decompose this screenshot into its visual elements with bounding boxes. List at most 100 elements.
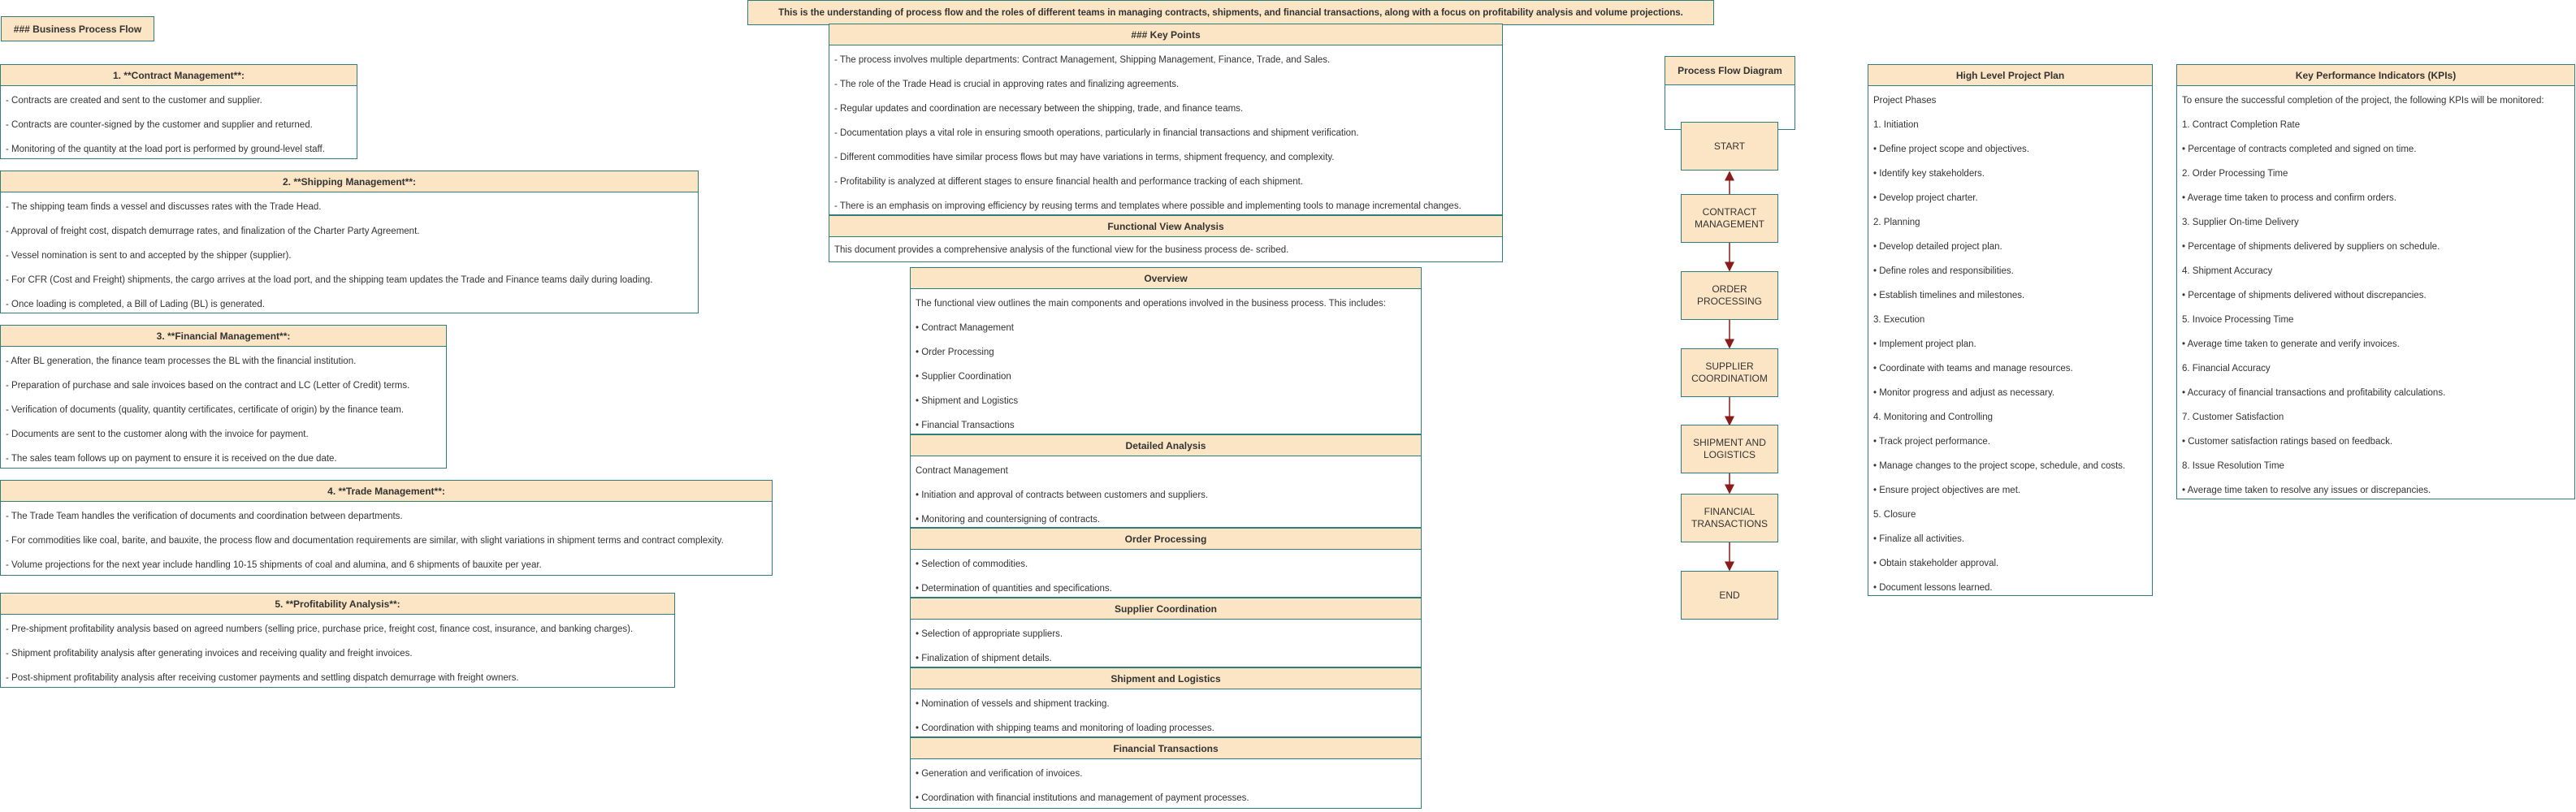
process-flow-title: Process Flow Diagram xyxy=(1665,56,1795,85)
list-item: • Percentage of shipments delivered by s… xyxy=(2182,242,2440,252)
section-title: 2. **Shipping Management**: xyxy=(1,171,698,192)
supplier-coordination-panel: Supplier Coordination • Selection of app… xyxy=(910,598,1422,667)
list-item: • Average time taken to generate and ver… xyxy=(2182,339,2400,349)
section-list: - After BL generation, the finance team … xyxy=(1,347,446,471)
section-title: 5. **Profitability Analysis**: xyxy=(1,594,674,615)
detailed-analysis-list: Contract Management • Initiation and app… xyxy=(911,456,1421,532)
section-trade-management: 4. **Trade Management**: - The Trade Tea… xyxy=(0,480,773,576)
list-item: 1. Contract Completion Rate xyxy=(2182,120,2301,130)
project-plan-title: High Level Project Plan xyxy=(1868,65,2152,86)
section-title: 3. **Financial Management**: xyxy=(1,326,446,347)
list-item: • Ensure project objectives are met. xyxy=(1873,486,2021,495)
functional-view-title: Functional View Analysis xyxy=(829,216,1502,237)
section-title: 1. **Contract Management**: xyxy=(1,65,357,86)
detailed-analysis-title: Detailed Analysis xyxy=(911,435,1421,456)
kpi-list: To ensure the successful completion of t… xyxy=(2177,86,2574,503)
key-points-panel: ### Key Points - The process involves mu… xyxy=(829,24,1503,215)
list-item: • Manage changes to the project scope, s… xyxy=(1873,461,2126,471)
section-list: - The Trade Team handles the verificatio… xyxy=(1,502,772,577)
list-item: 2. Order Processing Time xyxy=(2182,169,2288,179)
list-item: 5. Closure xyxy=(1873,510,1916,520)
list-item: - For commodities like coal, barite, and… xyxy=(6,536,724,546)
list-item: - Documents are sent to the customer alo… xyxy=(6,430,309,439)
section-list: - Contracts are created and sent to the … xyxy=(1,86,357,162)
list-item: • Identify key stakeholders. xyxy=(1873,169,1985,179)
list-item: • Percentage of contracts completed and … xyxy=(2182,145,2417,154)
order-processing-title: Order Processing xyxy=(911,529,1421,550)
list-item: • Initiation and approval of contracts b… xyxy=(916,490,1209,500)
supplier-coordination-title: Supplier Coordination xyxy=(911,598,1421,620)
diagram-title: ### Business Process Flow xyxy=(1,16,154,41)
list-item: - Once loading is completed, a Bill of L… xyxy=(6,300,265,309)
list-item: - Vessel nomination is sent to and accep… xyxy=(6,251,292,261)
list-item: Project Phases xyxy=(1873,96,1937,106)
functional-view-panel: Functional View Analysis This document p… xyxy=(829,215,1503,262)
list-item: • Shipment and Logistics xyxy=(916,396,1019,406)
list-item: 6. Financial Accuracy xyxy=(2182,364,2271,374)
list-item: • Monitoring and countersigning of contr… xyxy=(916,515,1101,525)
section-title: 4. **Trade Management**: xyxy=(1,481,772,502)
list-item: • Contract Management xyxy=(916,323,1015,333)
list-item: - Approval of freight cost, dispatch dem… xyxy=(6,227,420,236)
list-item: - Verification of documents (quality, qu… xyxy=(6,405,405,415)
shipment-logistics-list: • Nomination of vessels and shipment tra… xyxy=(911,689,1421,741)
list-item: - Preparation of purchase and sale invoi… xyxy=(6,381,410,391)
list-item: - Contracts are created and sent to the … xyxy=(6,96,262,106)
list-item: This document provides a comprehensive a… xyxy=(834,245,1289,255)
list-item: • Coordinate with teams and manage resou… xyxy=(1873,364,2073,374)
list-item: 2. Planning xyxy=(1873,218,1920,227)
order-processing-list: • Selection of commodities. • Determinat… xyxy=(911,550,1421,601)
list-item: • Define roles and responsibilities. xyxy=(1873,266,2014,276)
list-item: • Average time taken to resolve any issu… xyxy=(2182,486,2431,495)
list-item: • Financial Transactions xyxy=(916,421,1015,430)
order-processing-panel: Order Processing • Selection of commodit… xyxy=(910,528,1422,598)
overview-panel: Overview The functional view outlines th… xyxy=(910,267,1422,434)
list-item: - Profitability is analyzed at different… xyxy=(834,177,1304,187)
list-item: • Average time taken to process and conf… xyxy=(2182,193,2396,203)
flow-node-end: END xyxy=(1681,571,1778,620)
list-item: 7. Customer Satisfaction xyxy=(2182,412,2284,422)
list-item: - Documentation plays a vital role in en… xyxy=(834,128,1359,138)
list-item: • Nomination of vessels and shipment tra… xyxy=(916,699,1110,709)
list-item: 4. Monitoring and Controlling xyxy=(1873,412,1994,422)
shipment-logistics-title: Shipment and Logistics xyxy=(911,668,1421,689)
list-item: - The role of the Trade Head is crucial … xyxy=(834,80,1180,89)
list-item: • Generation and verification of invoice… xyxy=(916,769,1083,779)
list-item: - Regular updates and coordination are n… xyxy=(834,104,1244,114)
list-item: • Finalization of shipment details. xyxy=(916,654,1052,663)
list-item: - There is an emphasis on improving effi… xyxy=(834,201,1461,211)
list-item: 3. Execution xyxy=(1873,315,1925,325)
overview-title: Overview xyxy=(911,268,1421,289)
list-item: • Supplier Coordination xyxy=(916,372,1011,382)
section-profitability-analysis: 5. **Profitability Analysis**: - Pre-shi… xyxy=(0,593,675,688)
list-item: • Percentage of shipments delivered with… xyxy=(2182,291,2427,300)
list-item: - The Trade Team handles the verificatio… xyxy=(6,512,403,521)
list-item: - Different commodities have similar pro… xyxy=(834,153,1335,162)
list-item: • Track project performance. xyxy=(1873,437,1990,447)
list-item: Contract Management xyxy=(916,466,1008,476)
section-list: - Pre-shipment profitability analysis ba… xyxy=(1,615,674,690)
financial-transactions-title: Financial Transactions xyxy=(911,738,1421,759)
section-contract-management: 1. **Contract Management**: - Contracts … xyxy=(0,64,357,159)
key-points-title: ### Key Points xyxy=(829,24,1502,45)
list-item: • Define project scope and objectives. xyxy=(1873,145,2029,154)
financial-transactions-list: • Generation and verification of invoice… xyxy=(911,759,1421,810)
flow-node-start: START xyxy=(1681,122,1778,171)
section-shipping-management: 2. **Shipping Management**: - The shippi… xyxy=(0,171,699,313)
list-item: • Selection of commodities. xyxy=(916,559,1028,569)
list-item: • Selection of appropriate suppliers. xyxy=(916,629,1063,639)
list-item: - Monitoring of the quantity at the load… xyxy=(6,145,325,154)
list-item: - After BL generation, the finance team … xyxy=(6,356,357,366)
list-item: • Order Processing xyxy=(916,348,994,357)
list-item: • Finalize all activities. xyxy=(1873,534,1965,544)
list-item: • Develop detailed project plan. xyxy=(1873,242,2002,252)
list-item: - Volume projections for the next year i… xyxy=(6,560,542,570)
list-item: 4. Shipment Accuracy xyxy=(2182,266,2273,276)
key-points-list: - The process involves multiple departme… xyxy=(829,45,1502,218)
kpi-panel: Key Performance Indicators (KPIs) To ens… xyxy=(2176,64,2575,499)
